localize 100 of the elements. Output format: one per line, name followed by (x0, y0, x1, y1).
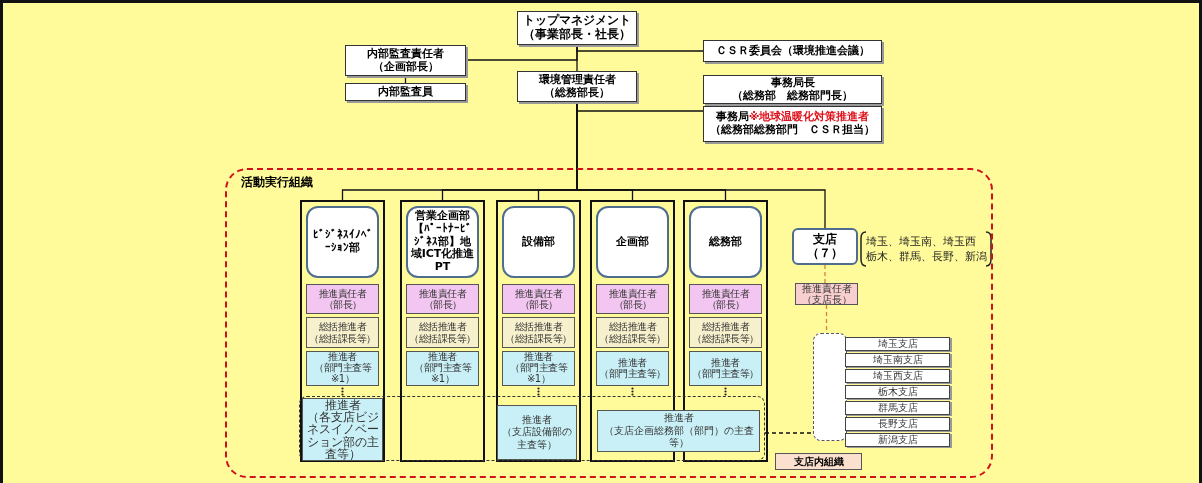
branch-list-text: 栃木、群馬、長野、新潟 (866, 249, 987, 264)
title-text: 総括推進者 (608, 321, 657, 333)
title-text: 埼玉支店 (877, 338, 918, 350)
title-text: 総括推進者 (514, 321, 563, 333)
subtitle-text: （総務部総務部門 ＣＳＲ担当） (709, 124, 876, 137)
title-text: 推進責任者 (701, 287, 750, 299)
subtitle-text: ※地球温暖化対策推進者 (748, 111, 870, 124)
title-text: 内部監査責任者 (367, 47, 444, 60)
role-box (497, 405, 577, 460)
title-text: 長野支店 (877, 418, 918, 430)
connector-line (824, 264, 826, 284)
subtitle-text: （部長） (519, 299, 558, 311)
branch-box (792, 228, 858, 265)
title-text: ＣＳＲ委員会（環境推進会議） (715, 44, 870, 58)
title-text: 推進者 (428, 352, 457, 363)
role-box (502, 317, 575, 348)
title-text: 推進者 (711, 357, 740, 368)
role-box (406, 284, 479, 314)
role-box (597, 410, 760, 452)
title-text: 内部監査員 (378, 85, 433, 99)
subtitle-text: （部長） (323, 299, 362, 311)
role-box (306, 351, 379, 386)
subtitle-text: （部門主査等※1） (413, 363, 473, 385)
subtitle-text: （総括課長等） (409, 332, 476, 344)
role-box (306, 284, 379, 314)
role-box (596, 284, 669, 314)
subtitle-text: （総務部長） (544, 86, 610, 100)
connector-line (764, 432, 814, 434)
org-box (703, 106, 882, 142)
org-box (703, 40, 882, 62)
subtitle-text: （部門主査等※1） (509, 363, 569, 385)
subtitle-text: （部長） (706, 299, 745, 311)
title-text: 推進者 (328, 352, 357, 363)
title-text: 推進者 (524, 352, 553, 363)
column-frame (400, 200, 485, 462)
subtitle-text: （部長） (423, 299, 462, 311)
branch-bracket (813, 333, 847, 441)
org-box (517, 71, 637, 102)
title-text: 推進責任者 (608, 287, 657, 299)
title-text: 推進者 (324, 399, 361, 412)
subtitle-text: （各支店ビジネスイノベーション部の主査等） (305, 411, 380, 460)
org-box (703, 75, 882, 104)
org-box (345, 45, 466, 76)
department-box (502, 206, 575, 278)
subtitle-text: （７） (807, 246, 843, 261)
role-box (689, 351, 762, 386)
branch-box (845, 385, 950, 399)
title-text: 新潟支店 (877, 434, 918, 446)
title-text: 推進責任者 (514, 287, 563, 299)
branch-box (845, 433, 950, 447)
branch-box (845, 369, 950, 383)
role-box (406, 351, 479, 386)
role-box (306, 317, 379, 348)
title-text: 総括推進者 (701, 321, 750, 333)
subtitle-text: （総務部 総務部門長） (732, 89, 853, 103)
title-text: 総括推進者 (318, 321, 367, 333)
title-text: 推進責任者 (418, 287, 467, 299)
branch-box (845, 417, 950, 431)
role-box (689, 284, 762, 314)
subtitle-text: （支店設備部の主査等） (501, 426, 573, 452)
title-text: 営業企画部【ﾊﾟｰﾄﾅｰﾋﾞｼﾞﾈｽ部】地域ICT化推進PT (410, 210, 475, 274)
subtitle-text: （事業部長・社長） (523, 28, 631, 42)
title-text: 推進責任者 (318, 287, 367, 299)
role-box (406, 317, 479, 348)
title-text: 総務部 (709, 235, 742, 249)
org-box (517, 11, 637, 45)
subtitle-text: （部門主査等） (692, 368, 759, 380)
subtitle-text: （総括課長等） (692, 332, 759, 344)
subtitle-text: （総括課長等） (599, 332, 666, 344)
title-text: 栃木支店 (877, 386, 918, 398)
title-text: 活動実行組織 (241, 176, 313, 190)
department-box (306, 206, 379, 278)
branch-box (845, 337, 950, 351)
title-text: 支店 (813, 232, 837, 247)
role-box (302, 398, 383, 461)
org-box (345, 83, 466, 101)
subtitle-text: （総括課長等） (505, 332, 572, 344)
title-text: 支店内組織 (793, 455, 844, 468)
branch-box (845, 401, 950, 415)
subtitle-text: （部長） (613, 299, 652, 311)
branch-box (845, 353, 950, 367)
subtitle-text: （総括課長等） (309, 332, 376, 344)
subtitle-text: （部門主査等※1） (313, 363, 373, 385)
title-text: 企画部 (616, 235, 649, 249)
title-text: 事務局長 (770, 76, 815, 89)
subtitle-text: （部門主査等） (599, 368, 666, 380)
role-box (502, 351, 575, 386)
title-text: 総括推進者 (418, 321, 467, 333)
title-text: 推進者 (663, 412, 694, 425)
title-text: ﾋﾞｼﾞﾈｽｲﾉﾍﾞｰｼｮﾝ部 (311, 229, 374, 255)
subtitle-text: （企画部長） (372, 60, 439, 74)
connector-line (576, 44, 704, 52)
org-label-box (775, 453, 862, 470)
title-text: 埼玉南支店 (872, 354, 923, 366)
title-text: 推進者 (618, 357, 647, 368)
group-frame (225, 168, 993, 478)
title-text: 環境管理責任者 (538, 73, 616, 86)
title-text: 推進者 (522, 413, 552, 426)
department-box (596, 206, 669, 278)
title-text: 群馬支店 (877, 402, 918, 414)
